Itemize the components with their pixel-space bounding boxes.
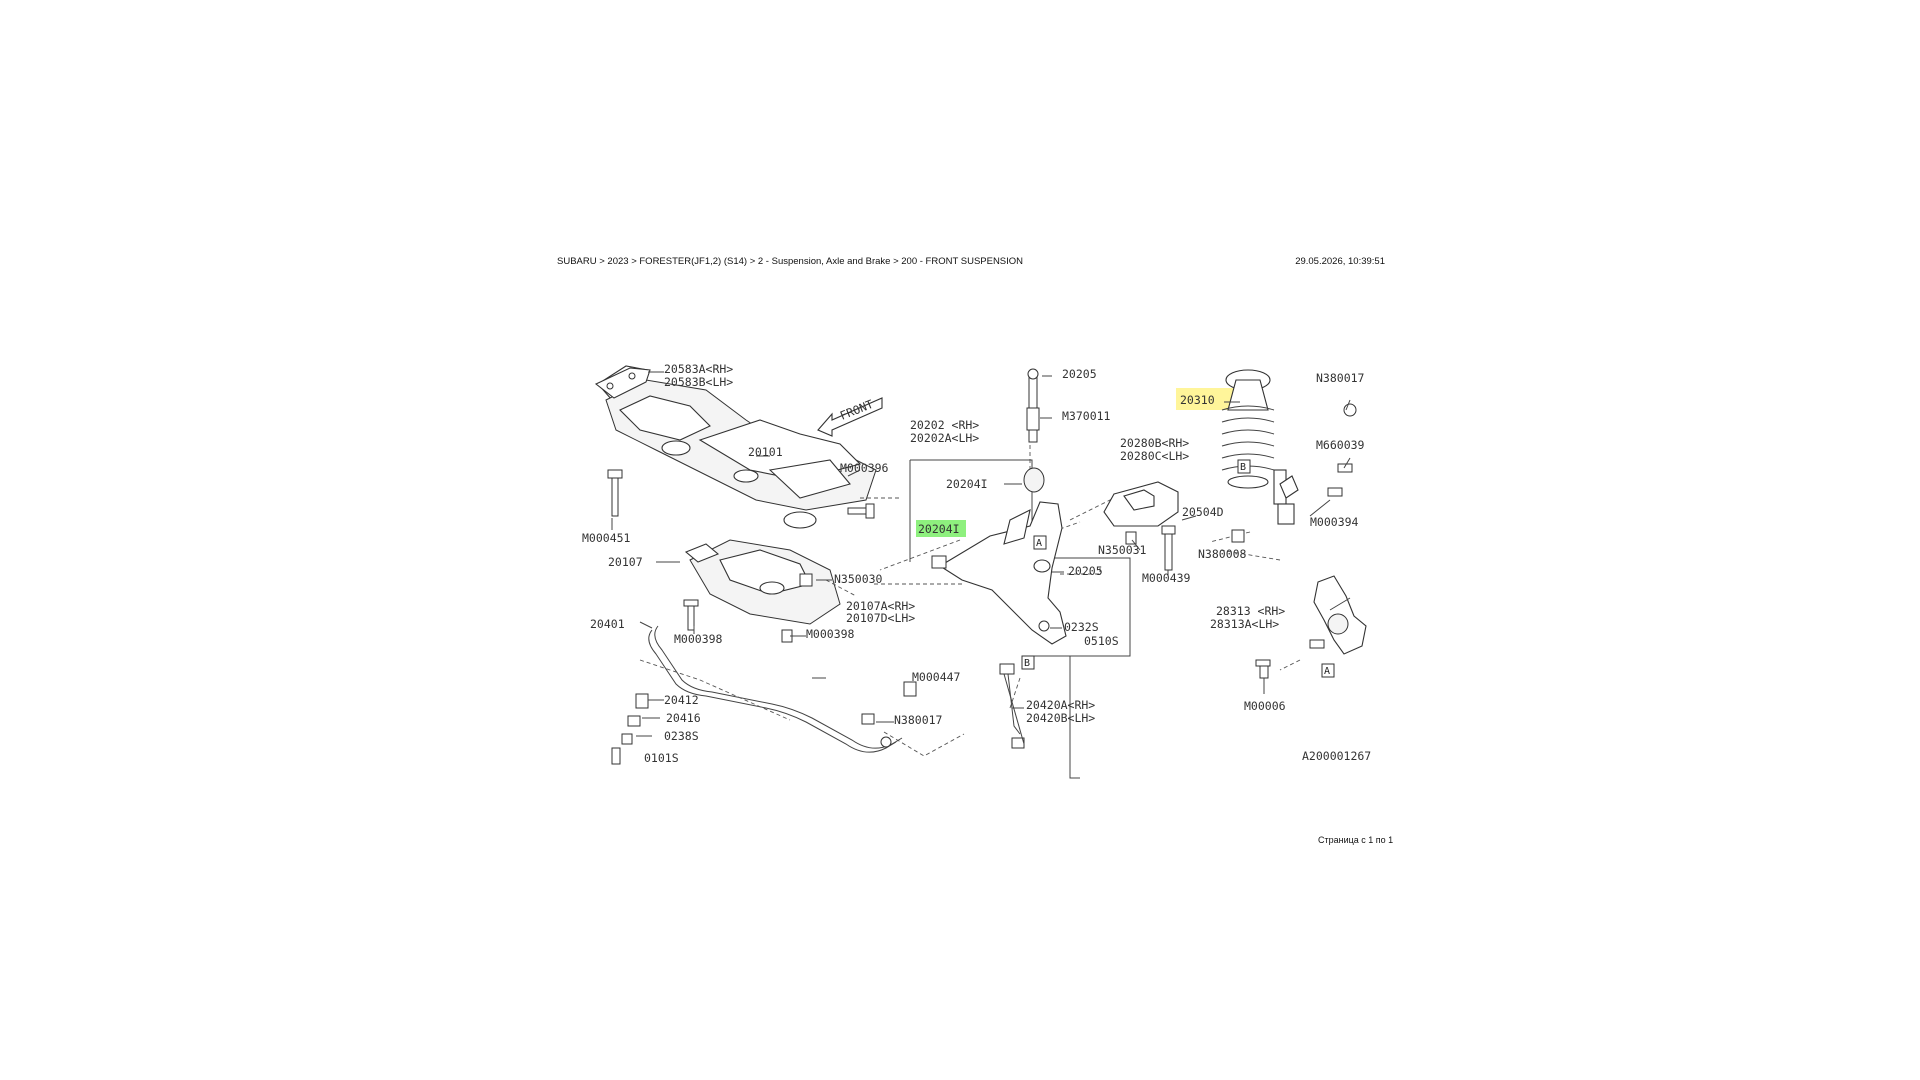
label-n380017-a: N380017: [894, 713, 943, 727]
stabilizer-bar-drawing: [611, 625, 1025, 765]
label-20107: 20107: [608, 555, 643, 569]
label-m000451: M000451: [582, 531, 631, 545]
label-0510s: 0510S: [1084, 634, 1119, 648]
label-m000006: M00006: [1244, 699, 1286, 713]
label-20416: 20416: [666, 711, 701, 725]
front-arrow-icon: FRONT: [817, 397, 883, 437]
label-n380017-b: N380017: [1316, 371, 1365, 385]
label-20412: 20412: [664, 693, 699, 707]
callout-b-1: B: [1237, 459, 1251, 474]
highlight-20204: [916, 520, 966, 537]
label-20401: 20401: [590, 617, 625, 631]
label-20107a: 20107A<RH>: [846, 599, 915, 613]
diagram-code: A200001267: [1302, 749, 1371, 763]
label-20204i-highlighted: 20204I: [918, 522, 960, 536]
label-20204i-upper: 20204I: [946, 477, 988, 491]
label-20583a: 20583A<RH>: [664, 362, 733, 376]
label-0101s: 0101S: [644, 751, 679, 765]
label-20280c: 20280C<LH>: [1120, 449, 1189, 463]
control-arm-drawing: [931, 368, 1067, 645]
strut-drawing: [1221, 369, 1357, 543]
label-20583b: 20583B<LH>: [664, 375, 733, 389]
callout-a-2: A: [1321, 663, 1335, 678]
label-20205-b: 20205: [1068, 564, 1103, 578]
svg-text:A: A: [1324, 666, 1330, 677]
label-28313: 28313 <RH>: [1216, 604, 1285, 618]
crossmember-drawing: [597, 365, 877, 625]
label-20202a: 20202A<LH>: [910, 431, 979, 445]
label-20310: 20310: [1180, 393, 1215, 407]
label-m000398-b: M000398: [806, 627, 855, 641]
bracket-20280-drawing: [1103, 481, 1179, 571]
bolts-left: [607, 469, 917, 725]
timestamp: 29.05.2026, 10:39:51: [1295, 256, 1385, 267]
svg-text:A: A: [1036, 538, 1042, 549]
mount-bracket-drawing: [594, 367, 651, 399]
label-m000439: M000439: [1142, 571, 1191, 585]
label-28313a: 28313A<LH>: [1210, 617, 1279, 631]
callout-b-2: B: [1021, 655, 1035, 670]
page-counter: Страница с 1 по 1: [1318, 835, 1394, 845]
control-arm-box: [909, 459, 1131, 779]
label-20420b: 20420B<LH>: [1026, 711, 1095, 725]
breadcrumb: SUBARU > 2023 > FORESTER(JF1,2) (S14) > …: [557, 256, 1024, 267]
svg-text:B: B: [1240, 462, 1246, 473]
label-n380008: N380008: [1198, 547, 1247, 561]
label-20202: 20202 <RH>: [910, 418, 979, 432]
end-link-drawing: [999, 663, 1025, 745]
leader-lines: [611, 371, 1351, 737]
label-0232s: 0232S: [1064, 620, 1099, 634]
label-m000394: M000394: [1310, 515, 1359, 529]
label-20420a: 20420A<RH>: [1026, 698, 1095, 712]
label-m370011: M370011: [1062, 409, 1111, 423]
label-20504d: 20504D: [1182, 505, 1224, 519]
label-m000398-a: M000398: [674, 632, 723, 646]
label-0238s: 0238S: [664, 729, 699, 743]
label-n350030: N350030: [834, 572, 883, 586]
label-20107d: 20107D<LH>: [846, 611, 915, 625]
label-20101: 20101: [748, 445, 783, 459]
highlight-20310: [1176, 388, 1235, 410]
label-m000447: M000447: [912, 670, 961, 684]
svg-text:B: B: [1024, 658, 1030, 669]
label-20280b: 20280B<RH>: [1120, 436, 1189, 450]
label-m000396: M000396: [840, 461, 889, 475]
label-m660039: M660039: [1316, 438, 1365, 452]
label-n350031: N350031: [1098, 543, 1147, 557]
label-20205: 20205: [1062, 367, 1097, 381]
callout-a-1: A: [1033, 535, 1047, 550]
part-labels: 20583A<RH> 20583B<LH> 20101 M000396 M000…: [582, 362, 1371, 765]
